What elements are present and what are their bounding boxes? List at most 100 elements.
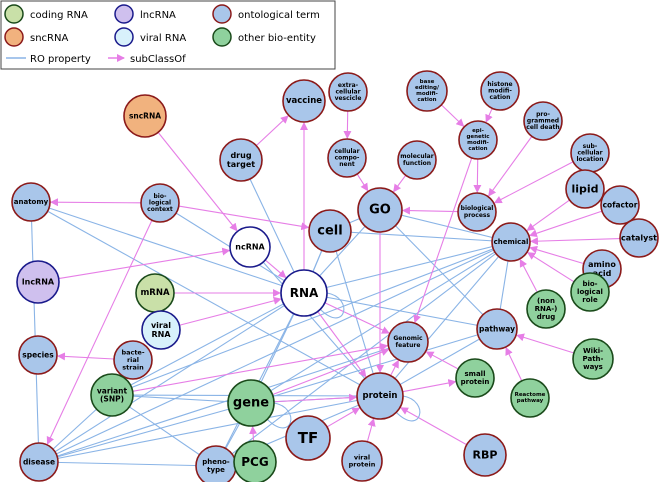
- node-circle: [19, 442, 59, 482]
- legend-ontological-term-label: ontological term: [238, 10, 320, 21]
- node-label: extra-: [338, 82, 359, 89]
- node-catalyst: catalyst: [619, 218, 659, 258]
- node-label: bio-: [154, 193, 167, 200]
- node-circle: [480, 71, 520, 111]
- subclass-edge-bio_process-go: [401, 206, 459, 215]
- node-label: target: [227, 160, 255, 169]
- subclass-edge-sncrna-ncrna: [157, 132, 238, 232]
- node-label: ncRNA: [235, 243, 265, 252]
- subclass-edge-viral_protein-protein: [366, 418, 376, 442]
- node-label: pathway: [517, 398, 544, 404]
- subclass-edge-drug_target-vaccine: [255, 115, 289, 147]
- node-label: RNA: [151, 330, 171, 339]
- subclass-edge-rbp-protein: [400, 407, 467, 446]
- node-circle: [219, 138, 263, 182]
- node-label: strain: [122, 363, 144, 371]
- subclass-edge-protein-small_protein: [402, 379, 457, 393]
- subclass-edge-tf-protein: [326, 407, 361, 428]
- node-label: vaccine: [286, 96, 322, 106]
- node-label: logical: [149, 200, 171, 207]
- node-ncrna: ncRNA: [229, 226, 271, 268]
- node-rbp: RBP: [463, 433, 507, 477]
- node-label: Genomic: [393, 335, 423, 342]
- node-label: cellular: [334, 148, 359, 155]
- node-chemical: chemical: [491, 222, 531, 262]
- node-label: viral: [354, 453, 370, 461]
- node-circle: [113, 340, 153, 380]
- node-rna: RNA: [280, 269, 328, 317]
- node-circle: [397, 140, 437, 180]
- node-label: pro-: [536, 111, 550, 118]
- legend-lncrna-swatch: [114, 4, 134, 24]
- node-label: protein: [349, 461, 376, 469]
- node-label: lipid: [571, 183, 598, 196]
- subclass-edge-gene-genomic_feature: [272, 348, 390, 396]
- subclass-edge-lipid-chemical: [526, 199, 570, 231]
- legend-sncrna-label: sncRNA: [30, 33, 68, 44]
- node-label: cell: [317, 224, 342, 239]
- node-mrna: mRNA: [135, 273, 175, 313]
- ro-edge-anatomy-rna: [30, 201, 305, 294]
- node-label: cation: [490, 94, 511, 101]
- ro-edge-chemical-cell: [329, 230, 512, 243]
- node-circle: [523, 101, 563, 141]
- ro-edge-chemical-phenotype: [215, 241, 512, 467]
- node-circle: [357, 187, 403, 233]
- subclass-edge-bio_context-cell: [178, 205, 310, 231]
- legend-lncrna-label: lncRNA: [140, 10, 176, 21]
- node-circle: [285, 415, 331, 461]
- legend-other-bio-entity-label: other bio-entity: [238, 33, 316, 44]
- ro-edge-chemical-variant: [111, 241, 512, 396]
- node-label: type: [207, 466, 225, 474]
- node-label: process: [464, 212, 491, 219]
- subclass-edge-rna-protein: [317, 311, 367, 378]
- node-circle: [526, 289, 566, 329]
- node-cell: cell: [308, 209, 352, 253]
- node-lncrna: lncRNA: [16, 260, 60, 304]
- subclass-edge-biological_role-chemical: [527, 252, 575, 283]
- node-circle: [356, 372, 404, 420]
- subclass-edge-non_rna_drug-chemical: [519, 258, 538, 293]
- node-phenotype: pheno-type: [195, 445, 237, 482]
- node-label: vescicle: [335, 95, 362, 102]
- subclass-edge-gene-protein: [273, 393, 358, 403]
- subclass-edge-subcellular-bio_process: [493, 161, 574, 204]
- node-label: ways: [583, 363, 603, 371]
- ro-edge-rna-disease: [38, 292, 305, 463]
- node-label: bacte-: [121, 349, 144, 357]
- subclass-edge-programmed-bio_process: [488, 136, 533, 197]
- node-vaccine: vaccine: [282, 79, 326, 123]
- subclass-edge-bio_context-disease: [46, 219, 153, 445]
- subclass-edge-base_editing-epigenetic: [441, 104, 465, 127]
- legend-other-bio-entity-swatch: [212, 27, 232, 47]
- ro-edge-rna-phenotype: [215, 292, 305, 467]
- node-circle: [123, 94, 167, 138]
- node-circle: [233, 440, 277, 482]
- node-label: modifi-: [416, 91, 438, 97]
- node-label: chemical: [494, 238, 529, 246]
- node-circle: [600, 185, 640, 225]
- node-label: location: [576, 156, 603, 163]
- ro-edge-chemical-protein: [379, 241, 512, 397]
- ro-edge-protein-disease: [38, 395, 381, 463]
- node-circle: [619, 218, 659, 258]
- node-pcg: PCG: [233, 440, 277, 482]
- ro-edge-rna-chemical: [303, 241, 512, 294]
- subclass-edge-amino_acid-chemical: [529, 245, 584, 265]
- node-label: cofactor: [603, 201, 638, 210]
- node-label: protein: [363, 391, 398, 401]
- node-label: sub-: [583, 143, 598, 150]
- subclass-edge-lncrna-ncrna: [58, 247, 231, 280]
- node-circle: [341, 440, 383, 482]
- legend-viral-rna-swatch: [114, 27, 134, 47]
- ro-edge-gene-disease: [38, 402, 252, 463]
- node-label: variant: [97, 386, 128, 395]
- node-label: feature: [396, 342, 421, 349]
- self-loop-rna: [319, 292, 345, 319]
